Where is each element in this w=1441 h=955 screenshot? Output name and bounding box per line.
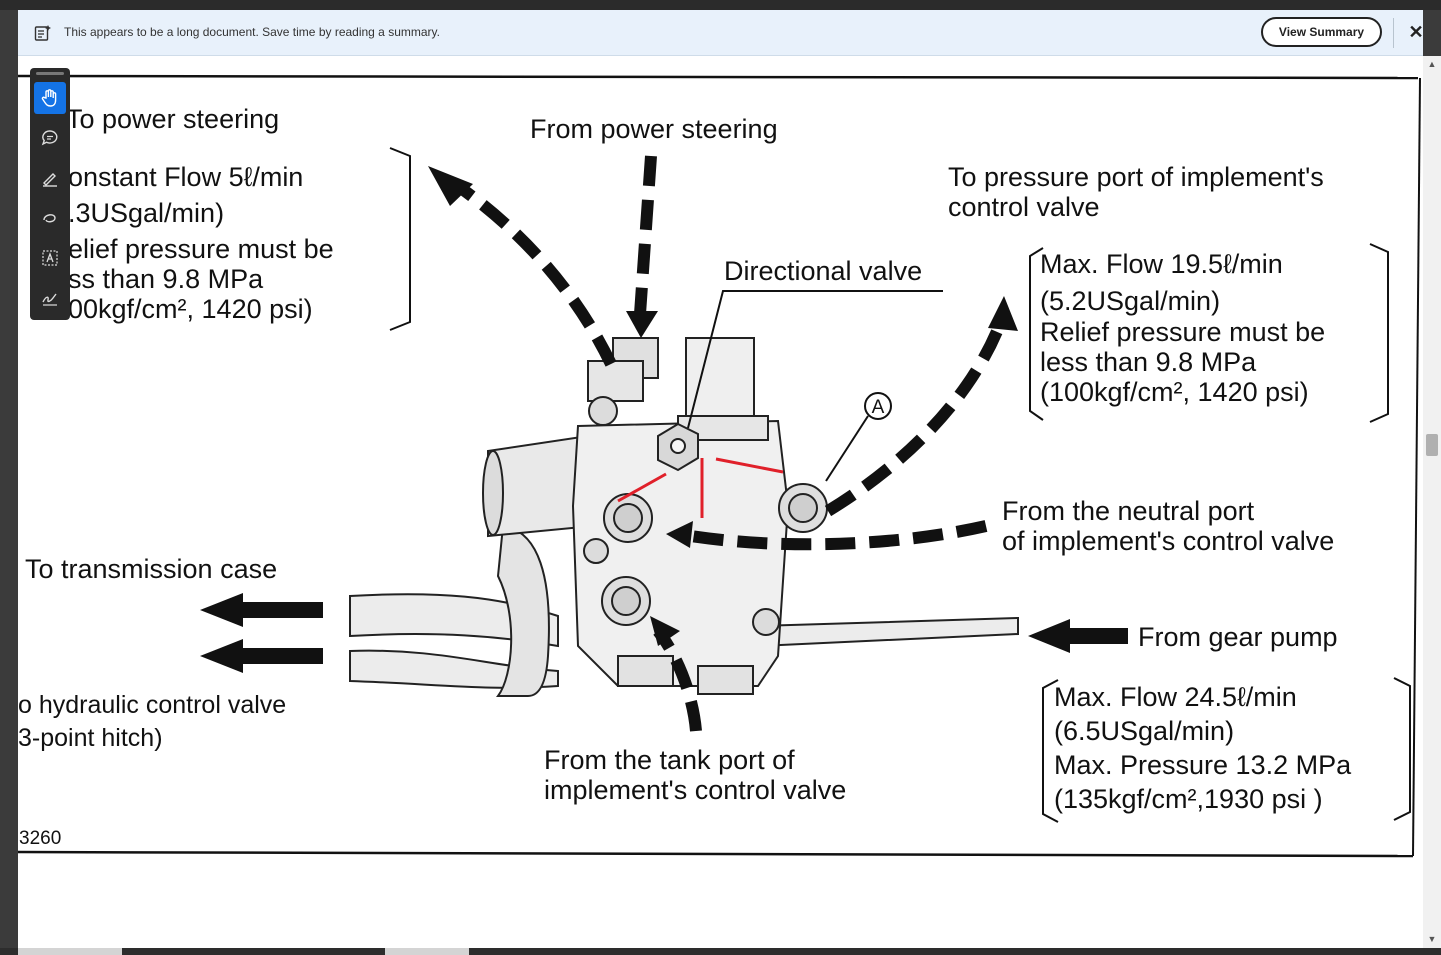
toolbar-drag-handle[interactable] [36,72,64,75]
power-steering-spec-line-5: 00kgf/cm², 1420 psi) [68,294,313,324]
text-box-icon [42,250,58,266]
highlight-pen-icon [43,173,57,187]
gear-pump-spec-line-4: (135kgf/cm²,1930 psi ) [1054,784,1323,814]
window-top-strip [0,0,1441,10]
power-steering-spec-line-3: elief pressure must be [68,234,334,264]
summary-banner: This appears to be a long document. Save… [18,10,1424,56]
figure-code: 3260 [19,828,61,849]
taskbar-strip [0,948,1441,955]
from-power-steering-label: From power steering [530,114,778,144]
transmission-case-label: To transmission case [25,554,277,584]
document-summary-icon [34,25,51,41]
annotation-toolbar [30,68,70,320]
directional-valve-leader [687,290,943,429]
hand-tool-button[interactable] [34,82,66,114]
flow-to-implement-pressure [824,313,1009,517]
close-icon[interactable]: ✕ [1408,22,1424,42]
implement-pressure-line-1: To pressure port of implement's [948,162,1324,192]
document-page[interactable]: A To power steering onstant Flow 5ℓ/min … [18,56,1423,948]
vertical-scrollbar[interactable]: ▲ ▼ [1423,56,1441,948]
draw-icon [43,214,56,223]
neutral-port-line-1: From the neutral port [1002,496,1255,526]
implement-spec-line-3: Relief pressure must be [1040,317,1325,347]
power-steering-spec-line-4: ss than 9.8 MPa [68,264,264,294]
spec-brackets [389,147,1411,823]
tank-port-line-1: From the tank port of [544,745,795,775]
gear-pump-spec-line-1: Max. Flow 24.5ℓ/min [1054,682,1297,712]
power-steering-spec-line-2: .3USgal/min) [68,198,224,228]
valve-body-illustration [349,337,1019,697]
bottom-tab-1[interactable] [18,948,122,955]
power-steering-spec-line-1: onstant Flow 5ℓ/min [68,162,303,192]
hydraulic-control-valve-line-2: 3-point hitch) [18,724,163,752]
arrowhead-to-implement [988,296,1018,331]
banner-divider [1393,18,1394,48]
arrowhead-tank-port [650,616,680,646]
view-summary-button[interactable]: View Summary [1261,17,1382,47]
implement-spec-line-2: (5.2USgal/min) [1040,286,1220,316]
arrowhead-neutral-port [666,521,693,548]
implement-pressure-line-2: control valve [948,192,1100,222]
tank-port-line-2: implement's control valve [544,775,846,805]
flow-to-power-steering [454,181,617,367]
marker-a-circle [864,392,892,420]
sign-icon [42,293,57,306]
gear-pump-spec-line-3: Max. Pressure 13.2 MPa [1054,750,1352,780]
highlight-tool-button[interactable] [34,162,66,194]
banner-message: This appears to be a long document. Save… [64,25,440,39]
implement-spec-line-1: Max. Flow 19.5ℓ/min [1040,249,1283,279]
arrowhead-to-power-steering [428,166,473,206]
hand-icon [41,89,57,107]
scroll-thumb[interactable] [1426,434,1438,456]
scroll-up-icon[interactable]: ▲ [1427,59,1437,69]
sign-tool-button[interactable] [34,282,66,314]
marker-a-label: A [872,397,885,418]
draw-tool-button[interactable] [34,202,66,234]
hydraulic-control-valve-line-1: o hydraulic control valve [18,691,286,719]
directional-valve-label: Directional valve [724,256,922,286]
neutral-port-line-2: of implement's control valve [1002,526,1334,556]
flow-from-power-steering [634,155,657,315]
bottom-tab-2[interactable] [385,948,469,955]
comment-tool-button[interactable] [34,122,66,154]
transmission-arrows [200,593,323,673]
gear-pump-arrow [1028,619,1128,653]
comment-icon [41,130,58,146]
gear-pump-label: From gear pump [1138,622,1338,652]
red-annotation-lines [617,457,784,518]
frame-right-line [1412,77,1421,857]
frame-top-line [18,74,1419,80]
implement-spec-line-5: (100kgf/cm², 1420 psi) [1040,377,1309,407]
gear-pump-spec-line-2: (6.5USgal/min) [1054,716,1234,746]
text-box-tool-button[interactable] [34,242,66,274]
arrowhead-from-power-steering [626,311,658,338]
to-power-steering-title: To power steering [66,104,279,134]
hydraulic-diagram: A To power steering onstant Flow 5ℓ/min … [18,74,1421,858]
marker-a-leader [825,415,869,482]
frame-bottom-line [18,850,1414,858]
scroll-down-icon[interactable]: ▼ [1427,934,1437,944]
flow-from-neutral-port [676,520,988,551]
implement-spec-line-4: less than 9.8 MPa [1040,347,1257,377]
